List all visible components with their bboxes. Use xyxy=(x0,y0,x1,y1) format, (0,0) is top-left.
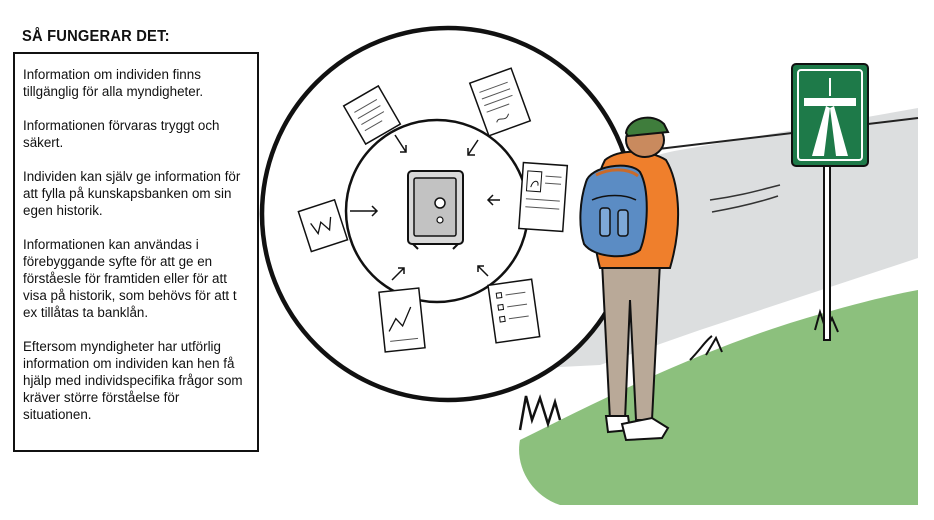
page-title: SÅ FUNGERAR DET: xyxy=(22,28,170,45)
grass-hill xyxy=(519,290,918,505)
arrows xyxy=(350,134,500,281)
graph-icon xyxy=(378,287,426,353)
info-paragraph-2: Informationen förvaras tryggt och säkert… xyxy=(23,118,220,150)
info-paragraph-4: Informationen kan användas i förebyggand… xyxy=(23,237,237,320)
motorway-sign-icon xyxy=(791,63,869,341)
info-paragraph-3: Individen kan själv ge information för a… xyxy=(23,169,241,218)
person-figure xyxy=(579,116,680,442)
info-paragraph-5: Eftersom myndigheter har utförlig inform… xyxy=(23,339,243,422)
checklist-icon xyxy=(487,278,541,344)
document-icon xyxy=(468,67,532,137)
info-box: Information om individen finns tillgängl… xyxy=(13,52,259,452)
document-icon xyxy=(297,198,349,253)
id-card-icon xyxy=(518,161,569,233)
info-paragraph-1: Information om individen finns tillgängl… xyxy=(23,67,204,99)
safe-icon xyxy=(407,170,464,250)
document-icon xyxy=(342,84,402,146)
